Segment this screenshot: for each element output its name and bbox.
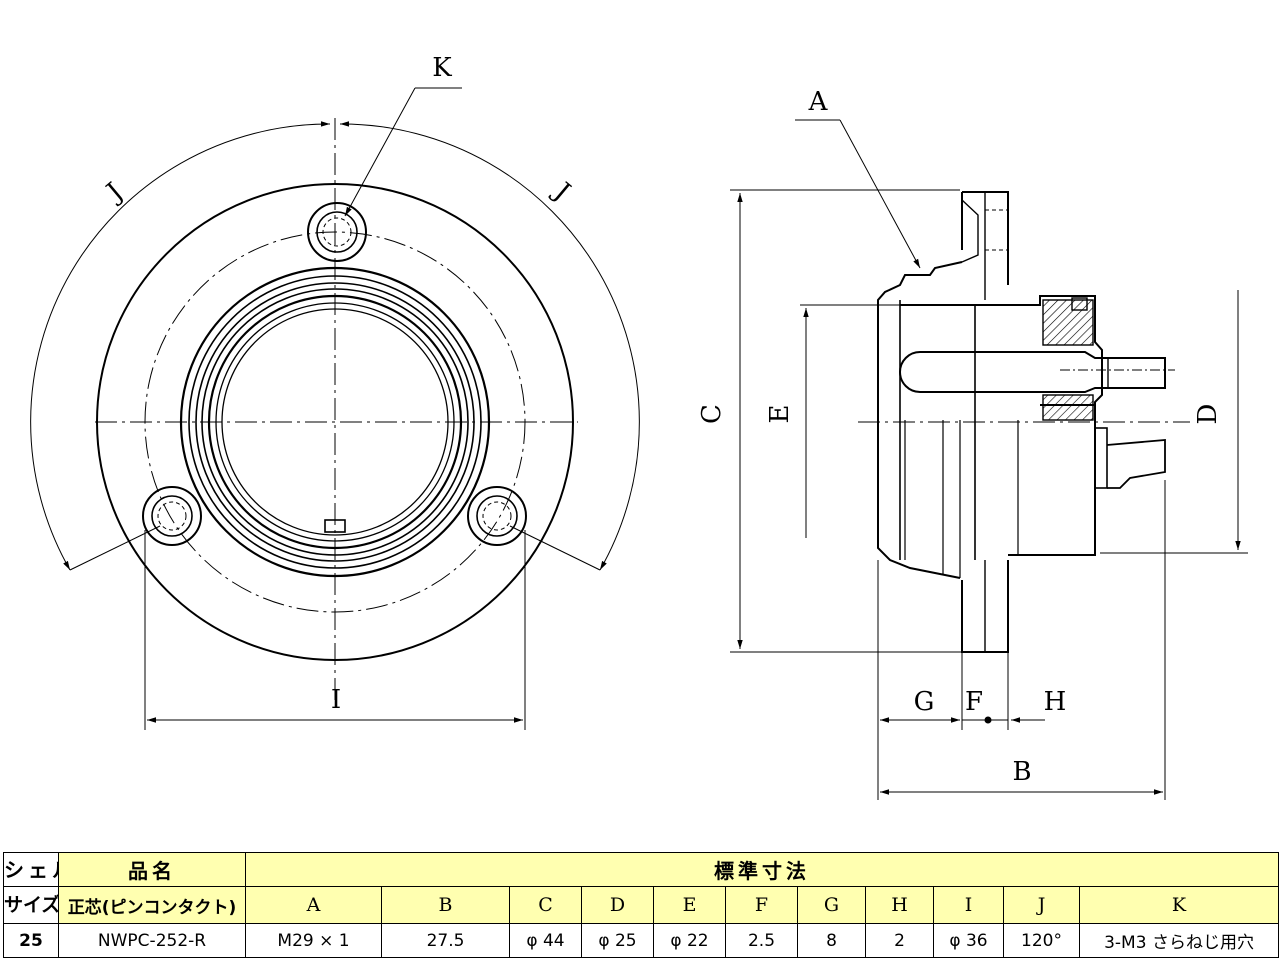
label-b: B bbox=[1012, 757, 1031, 787]
label-j-left: J bbox=[99, 177, 129, 209]
front-view bbox=[30, 87, 640, 730]
label-j-right: J bbox=[546, 175, 576, 207]
dim-header-c: C bbox=[509, 886, 582, 924]
dim-value-d: φ 25 bbox=[581, 923, 654, 958]
label-k: K bbox=[432, 53, 452, 83]
dim-header-a: A bbox=[245, 886, 382, 924]
table-row: 25 NWPC-252-R M29 × 1 27.5 φ 44 φ 25 φ 2… bbox=[3, 923, 1280, 958]
label-h: H bbox=[1044, 687, 1067, 717]
dim-value-c: φ 44 bbox=[509, 923, 582, 958]
product-sub-header: 正芯(ピンコンタクト) bbox=[58, 886, 246, 924]
dim-value-i: φ 36 bbox=[933, 923, 1004, 958]
dim-value-a: M29 × 1 bbox=[245, 923, 382, 958]
label-a: A bbox=[808, 87, 829, 117]
dim-header-b: B bbox=[381, 886, 510, 924]
bolt-hole-right bbox=[467, 486, 527, 546]
label-e: E bbox=[765, 405, 795, 424]
dim-header-h: H bbox=[865, 886, 934, 924]
label-g: G bbox=[914, 687, 935, 717]
dim-header-f: F bbox=[725, 886, 798, 924]
dim-header-d: D bbox=[581, 886, 654, 924]
technical-drawing: K J J I bbox=[30, 53, 1248, 800]
dim-header-g: G bbox=[797, 886, 866, 924]
dim-value-k: 3-M3 さらねじ用穴 bbox=[1078, 923, 1280, 958]
std-dim-header: 標準寸法 bbox=[244, 852, 1280, 887]
dim-value-j: 120° bbox=[1003, 923, 1080, 958]
product-header: 品名 bbox=[58, 852, 246, 887]
bolt-hole-top bbox=[307, 202, 367, 262]
shell-size-header-2: サイズ bbox=[3, 886, 59, 924]
dim-value-e: φ 22 bbox=[653, 923, 726, 958]
dim-header-i: I bbox=[933, 886, 1004, 924]
bolt-hole-left bbox=[142, 486, 202, 546]
shell-size-header-1: シェル bbox=[3, 852, 59, 887]
dim-value-g: 8 bbox=[797, 923, 866, 958]
dim-value-h: 2 bbox=[865, 923, 934, 958]
dim-header-k: K bbox=[1078, 886, 1280, 924]
dim-header-e: E bbox=[653, 886, 726, 924]
dim-header-j: J bbox=[1003, 886, 1080, 924]
label-c: C bbox=[697, 404, 727, 424]
side-view bbox=[730, 119, 1248, 800]
label-d: D bbox=[1193, 404, 1223, 425]
product-value: NWPC-252-R bbox=[58, 923, 246, 958]
label-i: I bbox=[331, 685, 341, 715]
dim-value-b: 27.5 bbox=[381, 923, 510, 958]
label-f: F bbox=[965, 687, 983, 717]
shell-size-value: 25 bbox=[3, 923, 59, 958]
spec-table: シェル 品名 標準寸法 サイズ 正芯(ピンコンタクト) A B C D E F … bbox=[3, 852, 1280, 958]
dim-value-f: 2.5 bbox=[725, 923, 798, 958]
